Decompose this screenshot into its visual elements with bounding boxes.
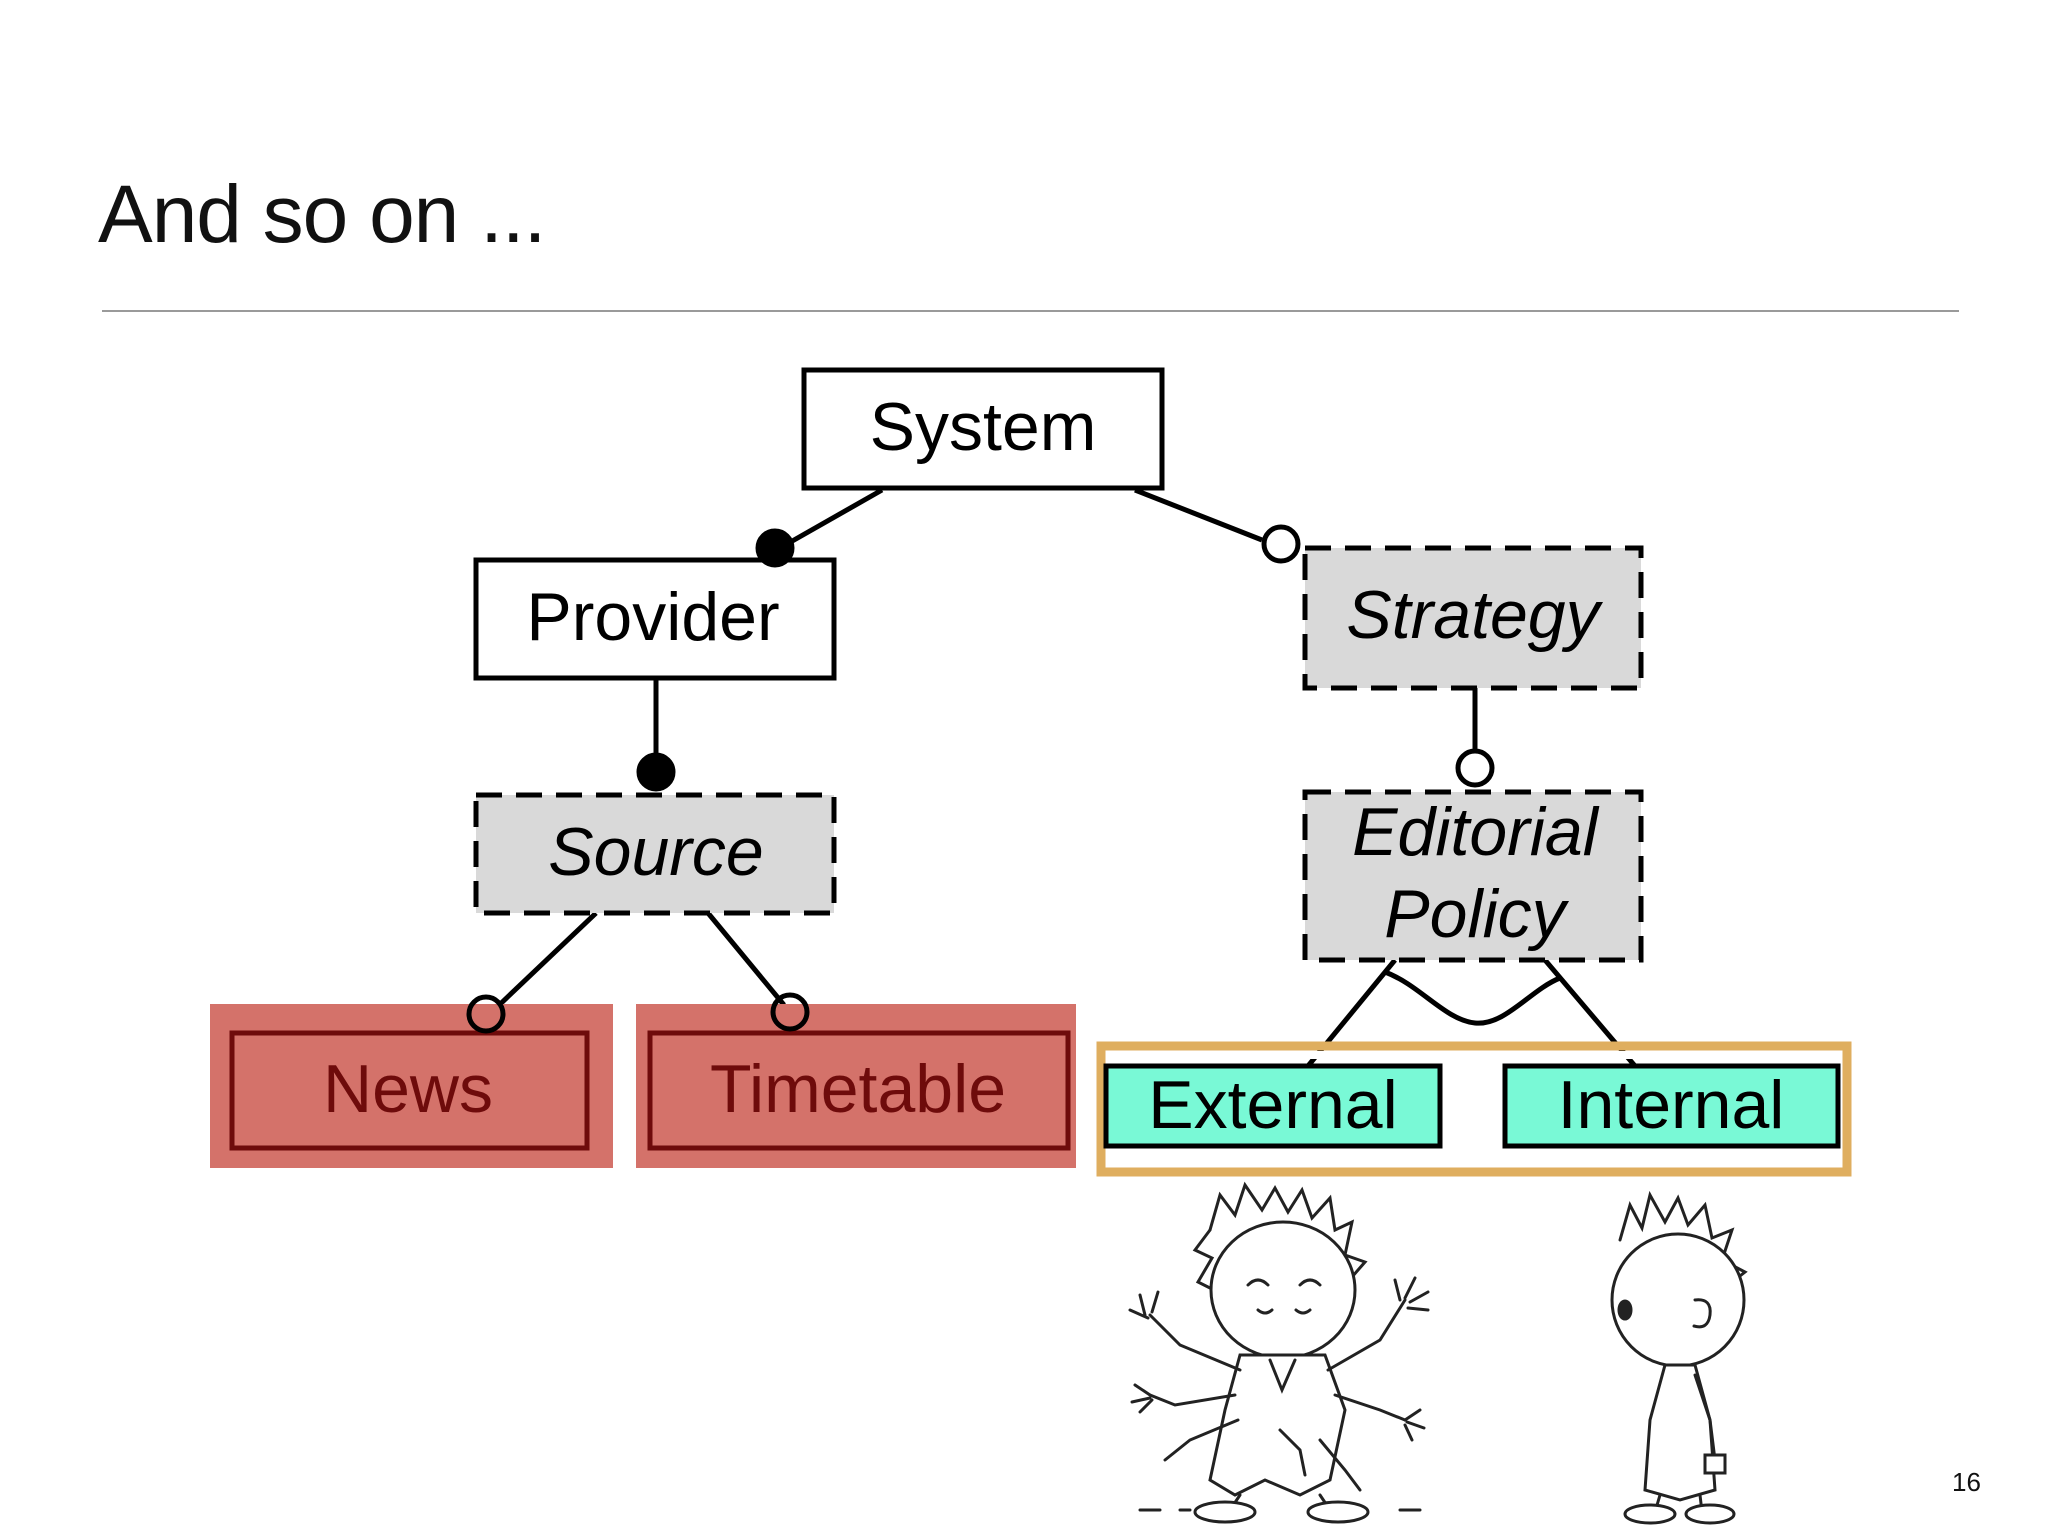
feature-strategy-label: Strategy (1346, 577, 1603, 653)
edge-system-strategy (1134, 487, 1263, 543)
feature-system-label: System (870, 389, 1097, 465)
optional-marker-timetable (770, 992, 810, 1032)
page-number: 16 (1952, 1467, 1981, 1497)
mandatory-marker-provider (755, 528, 795, 568)
edge-source-timetable (706, 911, 786, 1007)
edge-source-news (494, 911, 598, 1010)
feature-editorial-policy: Editorial Policy (1302, 789, 1644, 963)
feature-news-label: News (323, 1051, 493, 1127)
optional-marker-strategy (1261, 524, 1301, 564)
feature-strategy: Strategy (1302, 545, 1644, 691)
feature-provider-label: Provider (526, 579, 779, 655)
mandatory-marker-source (636, 752, 676, 792)
feature-timetable: Timetable (636, 1004, 1076, 1168)
cartoon-boy-many-arms (1128, 1181, 1430, 1524)
feature-editorial-policy-label-line2: Policy (1384, 876, 1569, 952)
feature-external-label: External (1148, 1067, 1397, 1143)
alternative-group-arc (1384, 969, 1561, 1026)
feature-provider: Provider (473, 557, 837, 681)
optional-marker-news (466, 994, 506, 1034)
feature-timetable-label: Timetable (710, 1051, 1006, 1127)
feature-system: System (801, 367, 1165, 491)
edge-system-provider (778, 487, 884, 551)
connector-markers (466, 524, 1495, 1034)
feature-source: Source (473, 792, 837, 916)
feature-editorial-policy-label-line1: Editorial (1352, 794, 1600, 870)
cartoon-boy-sad (1610, 1190, 1748, 1525)
title-divider (102, 310, 1959, 312)
slide-title: And so on ... (98, 169, 546, 260)
feature-external: External (1103, 1063, 1443, 1149)
feature-news: News (210, 1004, 613, 1168)
feature-source-label: Source (548, 814, 763, 890)
feature-internal: Internal (1502, 1063, 1841, 1149)
feature-internal-label: Internal (1558, 1067, 1785, 1143)
optional-marker-editorial-policy (1455, 748, 1495, 788)
